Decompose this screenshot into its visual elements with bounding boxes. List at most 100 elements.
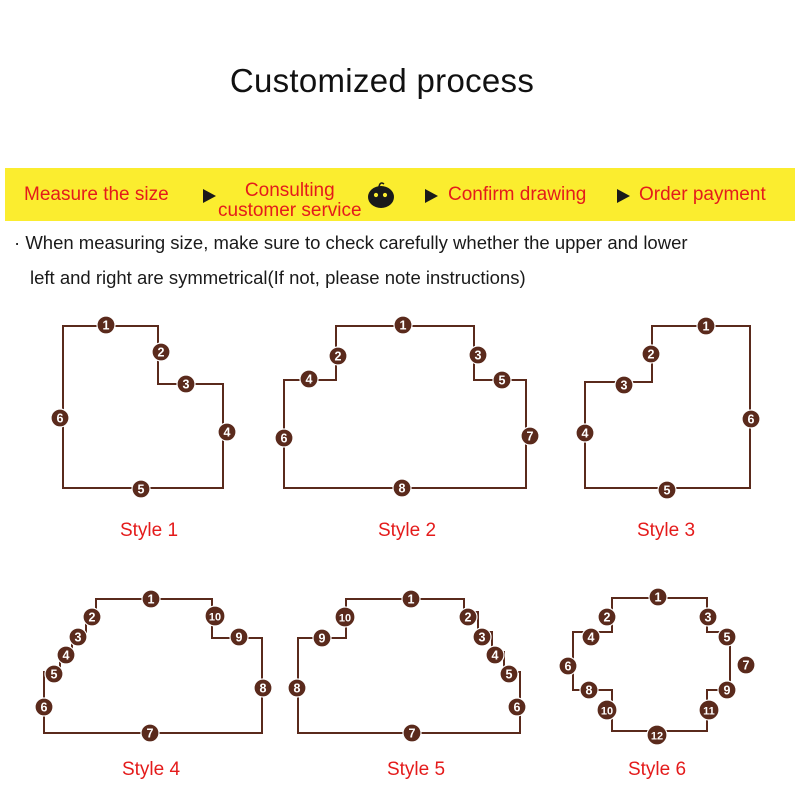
style-2-label: Style 2 [377,520,437,541]
style-3-badge-label: 3 [621,379,628,393]
step-order-payment: Order payment [639,184,766,205]
style-5-badge-8: 8 [287,678,307,698]
style-4-badge-label: 3 [75,631,82,645]
style-5-badge-label: 3 [479,631,486,645]
style-2-badge-4: 4 [299,369,319,389]
style-6-badge-label: 3 [705,611,712,625]
style-6-badge-8: 8 [579,680,599,700]
style-4-badge-label: 10 [209,612,221,624]
style-5-badge-label: 9 [319,632,326,646]
style-6-badge-11: 11 [698,699,720,721]
style-2-badge-label: 2 [335,350,342,364]
style-4-badge-label: 2 [89,611,96,625]
style-5-badge-3: 3 [472,627,492,647]
style-5-badge-4: 4 [485,645,505,665]
style-6-badge-6: 6 [558,656,578,676]
style-3-badge-3: 3 [614,375,634,395]
style-3-badge-6: 6 [741,409,761,429]
style-5-badge-1: 1 [401,589,421,609]
style-4-outline [43,598,263,734]
style-6-badge-label: 5 [724,631,731,645]
note-line2: left and right are symmetrical(If not, p… [30,267,526,288]
style-5-badge-label: 1 [408,593,415,607]
style-4-badge-label: 7 [147,727,154,741]
style-3-badge-2: 2 [641,344,661,364]
style-6-badge-label: 8 [586,684,593,698]
style-5-badge-label: 5 [506,668,513,682]
style-2-badge-label: 5 [499,374,506,388]
style-2-badge-3: 3 [468,345,488,365]
style-1-badge-2: 2 [151,342,171,362]
style-6-badge-12: 12 [646,724,668,746]
style-6-badge-2: 2 [597,607,617,627]
style-3-badge-label: 1 [703,320,710,334]
style-4-badge-10: 10 [204,605,226,627]
style-1-badge-5: 5 [131,479,151,499]
style-4-badge-label: 9 [236,631,243,645]
arrow-right-icon [425,189,438,203]
style-1-badge-label: 3 [183,378,190,392]
style-2-badge-label: 7 [527,430,534,444]
style-6-badge-label: 7 [743,659,750,673]
style-6-badge-label: 9 [724,684,731,698]
style-4-badge-label: 8 [260,682,267,696]
style-2-badge-8: 8 [392,478,412,498]
style-1-badge-label: 2 [158,346,165,360]
style-1-badge-3: 3 [176,374,196,394]
style-4-badge-6: 6 [34,697,54,717]
style-5-badge-label: 2 [465,611,472,625]
style-3-badge-label: 5 [664,484,671,498]
style-4-badge-4: 4 [56,645,76,665]
customer-service-icon [368,182,394,208]
measurement-note: · When measuring size, make sure to chec… [14,232,794,254]
style-2-badge-1: 1 [393,315,413,335]
style-3-badge-label: 6 [748,413,755,427]
style-1-badge-6: 6 [50,408,70,428]
style-6-badge-9: 9 [717,680,737,700]
style-4-label: Style 4 [121,759,181,780]
style-6-badge-5: 5 [717,627,737,647]
style-4-badge-7: 7 [140,723,160,743]
style-1-badge-label: 5 [138,483,145,497]
style-5-badge-6: 6 [507,697,527,717]
style-6-label: Style 6 [627,759,687,780]
style-6-badge-10: 10 [596,699,618,721]
style-1-badge-4: 4 [217,422,237,442]
style-3-badge-label: 4 [582,427,589,441]
style-5-badge-9: 9 [312,628,332,648]
style-3-badge-1: 1 [696,316,716,336]
style-4-badge-label: 4 [63,649,70,663]
style-1-outline [62,325,224,489]
style-5-badge-5: 5 [499,664,519,684]
style-1-badge-label: 1 [103,319,110,333]
style-4-badge-label: 1 [148,593,155,607]
style-3-badge-5: 5 [657,480,677,500]
style-4-badge-3: 3 [68,627,88,647]
style-4-badge-8: 8 [253,678,273,698]
style-6-badge-label: 11 [703,706,715,718]
style-1-label: Style 1 [119,520,179,541]
style-2-badge-2: 2 [328,346,348,366]
style-2-badge-5: 5 [492,370,512,390]
style-3-label: Style 3 [636,520,696,541]
style-3-outline [584,325,751,489]
style-2-badge-label: 4 [306,373,313,387]
style-2-outline [283,325,527,489]
style-6-badge-label: 2 [604,611,611,625]
style-6-badge-label: 1 [655,591,662,605]
style-1-badge-1: 1 [96,315,116,335]
style-5-badge-7: 7 [402,723,422,743]
style-4-badge-label: 5 [51,668,58,682]
style-5-badge-2: 2 [458,607,478,627]
note-line1: When measuring size, make sure to check … [25,232,688,253]
style-5-badge-label: 8 [294,682,301,696]
style-6-badge-label: 4 [588,631,595,645]
arrow-right-icon [617,189,630,203]
style-2-badge-label: 3 [475,349,482,363]
style-5-badge-10: 10 [334,606,356,628]
style-5-outline [297,598,521,734]
style-6-outline [572,597,731,732]
page-title: Customized process [229,62,535,99]
